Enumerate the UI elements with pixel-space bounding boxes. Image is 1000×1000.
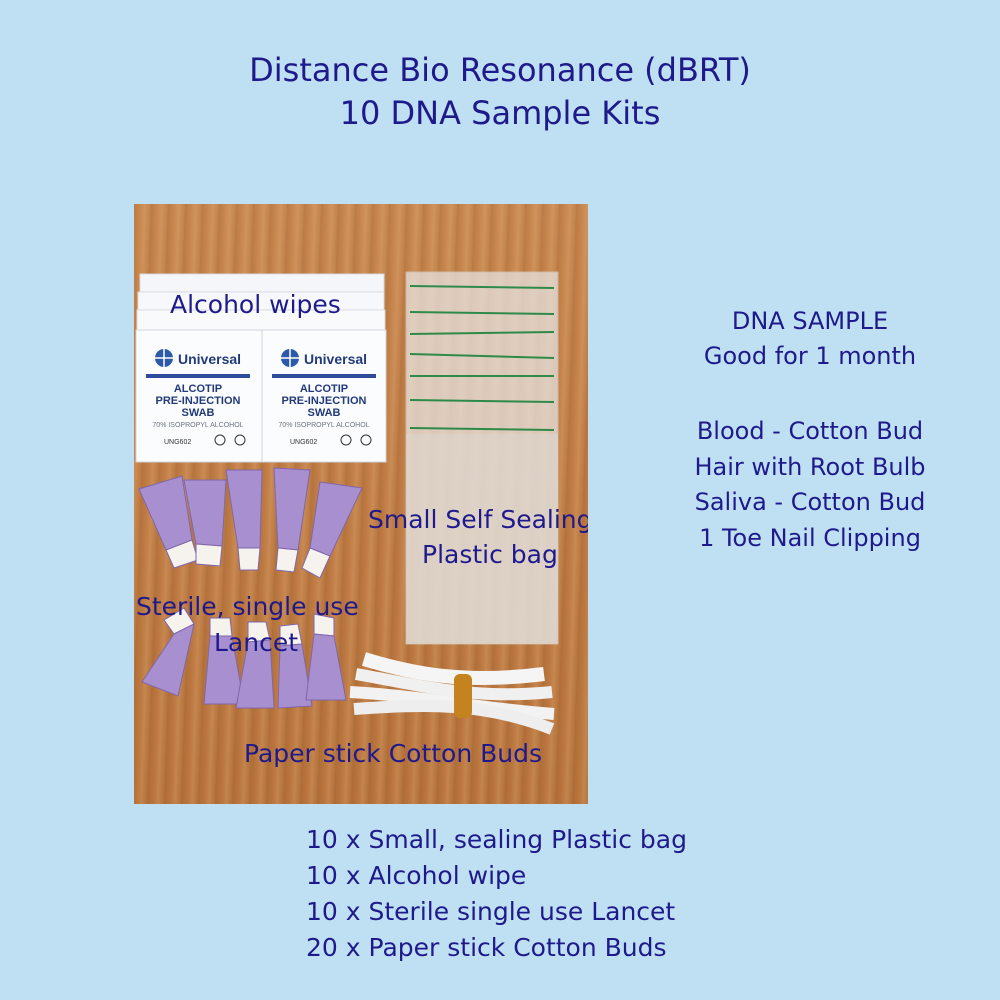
info-subheading: Good for 1 month <box>703 342 917 370</box>
svg-text:70% ISOPROPYL ALCOHOL: 70% ISOPROPYL ALCOHOL <box>152 422 243 429</box>
svg-text:SWAB: SWAB <box>308 407 341 419</box>
label-lancet-line1: Sterile, single use <box>136 592 359 621</box>
svg-text:UNG602: UNG602 <box>164 439 191 446</box>
product-photo-illustration: Universal ALCOTIP PRE-INJECTION SWAB 70%… <box>135 271 559 735</box>
contents-item: 10 x Sterile single use Lancet <box>306 897 676 926</box>
alcohol-wipe-packet-right: Universal ALCOTIP PRE-INJECTION SWAB 70%… <box>261 329 387 463</box>
svg-text:ALCOTIP: ALCOTIP <box>300 383 348 395</box>
svg-text:70% ISOPROPYL ALCOHOL: 70% ISOPROPYL ALCOHOL <box>278 422 369 429</box>
plastic-bags <box>405 271 559 645</box>
wipe-brand: Universal <box>178 351 241 367</box>
info-item: Saliva - Cotton Bud <box>694 488 926 516</box>
label-lancet-line2: Lancet <box>214 628 299 657</box>
info-heading: DNA SAMPLE <box>731 307 889 335</box>
label-cotton-buds: Paper stick Cotton Buds <box>244 739 543 768</box>
contents-item: 10 x Alcohol wipe <box>306 861 527 890</box>
page-title-line2: 10 DNA Sample Kits <box>339 94 661 132</box>
contents-item: 20 x Paper stick Cotton Buds <box>306 933 667 962</box>
info-item: Blood - Cotton Bud <box>696 417 924 445</box>
svg-text:UNG602: UNG602 <box>290 439 317 446</box>
info-item: Hair with Root Bulb <box>694 453 926 481</box>
svg-text:PRE-INJECTION: PRE-INJECTION <box>282 395 367 407</box>
svg-text:SWAB: SWAB <box>182 407 215 419</box>
lancets <box>138 467 363 709</box>
cotton-buds <box>349 652 555 735</box>
svg-text:Universal: Universal <box>304 351 367 367</box>
info-item: 1 Toe Nail Clipping <box>699 524 921 552</box>
svg-text:PRE-INJECTION: PRE-INJECTION <box>156 395 241 407</box>
alcohol-wipe-packet-left: Universal ALCOTIP PRE-INJECTION SWAB 70%… <box>135 329 263 463</box>
contents-item: 10 x Small, sealing Plastic bag <box>306 825 687 854</box>
label-plastic-bag-line1: Small Self Sealing <box>368 505 588 534</box>
label-plastic-bag-line2: Plastic bag <box>422 540 558 569</box>
product-photo: Universal ALCOTIP PRE-INJECTION SWAB 70%… <box>134 204 588 804</box>
page-title-line1: Distance Bio Resonance (dBRT) <box>249 51 751 89</box>
label-alcohol-wipes: Alcohol wipes <box>170 290 341 319</box>
svg-text:ALCOTIP: ALCOTIP <box>174 383 222 395</box>
